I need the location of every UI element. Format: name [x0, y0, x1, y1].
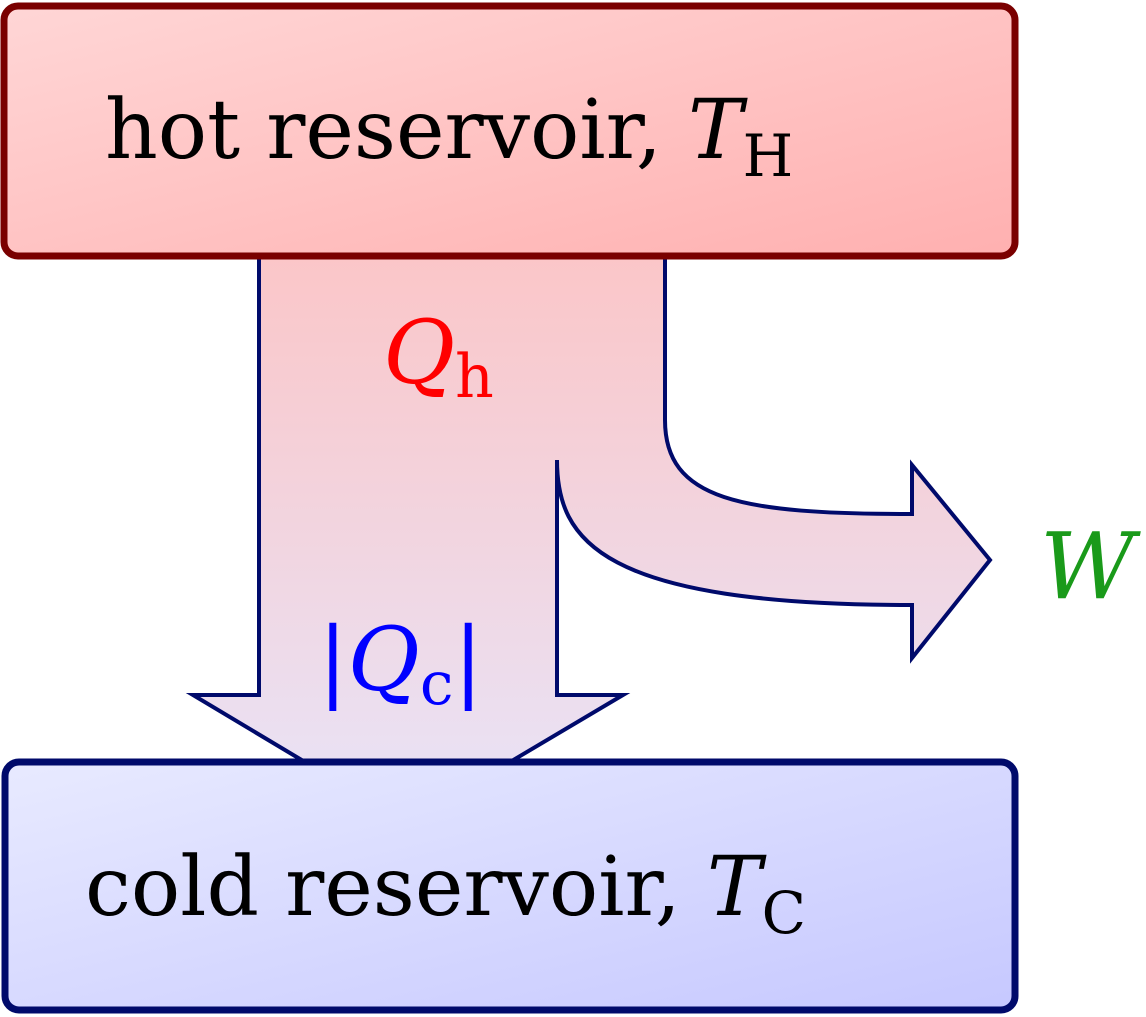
- heat-out-subscript: c: [420, 649, 454, 719]
- heat-out-bar-left: |: [318, 608, 348, 711]
- heat-out-bar-right: |: [453, 608, 483, 711]
- heat-out-label: |Qc|: [318, 608, 483, 719]
- hot-reservoir-temperature-symbol: T: [688, 83, 748, 178]
- hot-reservoir-label: hot reservoir, TH: [105, 83, 793, 190]
- cold-reservoir-box: [1, 758, 1019, 1014]
- cold-reservoir-text: cold reservoir,: [85, 840, 707, 935]
- heat-out-symbol: Q: [348, 608, 420, 711]
- heat-in-label: Qh: [383, 301, 494, 412]
- hot-reservoir-temperature-subscript: H: [743, 122, 794, 190]
- cold-reservoir-label: cold reservoir, TC: [85, 840, 806, 947]
- cold-reservoir-temperature-subscript: C: [762, 879, 806, 947]
- heat-flow-arrow: [185, 253, 993, 826]
- work-label: W: [1040, 513, 1141, 620]
- hot-reservoir-box: [0, 2, 1019, 260]
- cold-reservoir-temperature-symbol: T: [707, 840, 767, 935]
- hot-reservoir-text: hot reservoir,: [105, 83, 688, 178]
- heat-in-subscript: h: [455, 342, 494, 412]
- heat-in-symbol: Q: [383, 301, 455, 404]
